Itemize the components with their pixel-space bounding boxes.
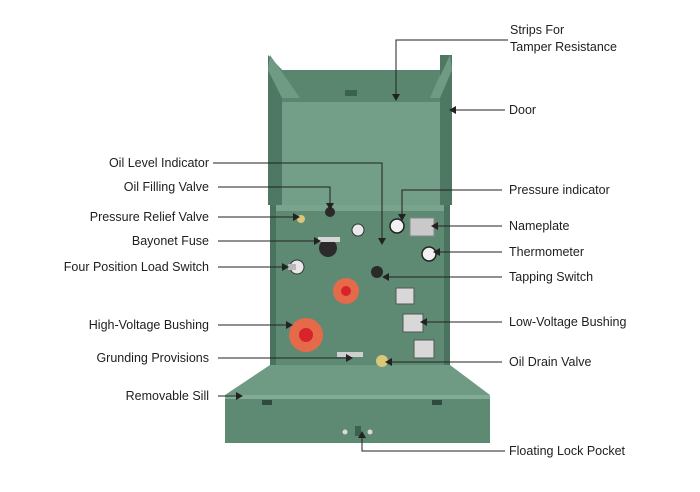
thermometer [421, 246, 437, 262]
bayonet-fuse [319, 239, 337, 257]
label-removable-sill: Removable Sill [125, 389, 209, 403]
floating-lock-pocket [355, 426, 361, 436]
label-pressure-indicator: Pressure indicator [509, 183, 610, 197]
label-bayonet-fuse: Bayonet Fuse [131, 234, 209, 248]
tapping-switch [371, 266, 383, 278]
label-low-voltage-bushing: Low-Voltage Bushing [509, 315, 627, 329]
label-nameplate: Nameplate [509, 219, 570, 233]
label-tapping-switch: Tapping Switch [509, 270, 594, 284]
label-oil-level-indicator: Oil Level Indicator [108, 156, 209, 170]
oil-filling-valve [351, 223, 365, 237]
label-grunding-provisions: Grunding Provisions [96, 351, 209, 365]
leader-lines [213, 39, 508, 452]
nameplate [409, 217, 435, 237]
label-floating-lock-pocket: Floating Lock Pocket [509, 444, 626, 458]
door [268, 55, 452, 205]
grounding-provisions [337, 352, 363, 357]
label-oil-drain-valve: Oil Drain Valve [509, 355, 592, 369]
pressure-indicator [389, 218, 405, 234]
label-four-position-load-switch: Four Position Load Switch [63, 260, 209, 274]
oil-level-indicator-gauge [325, 207, 335, 217]
label-door: Door [509, 103, 537, 117]
low-voltage-bushing [402, 313, 424, 333]
label-thermometer: Thermometer [509, 245, 585, 259]
door-latch [345, 90, 357, 96]
arrowheads [236, 94, 456, 438]
removable-sill [225, 365, 490, 443]
label-high-voltage-bushing: High-Voltage Bushing [88, 318, 209, 332]
label-oil-filling-valve: Oil Filling Valve [123, 180, 209, 194]
oil-drain-valve [376, 355, 388, 367]
label-strips-line-1: Strips For [510, 23, 565, 37]
label-strips-line-2: Tamper Resistance [510, 40, 617, 54]
components [288, 207, 437, 367]
label-pressure-relief-valve: Pressure Relief Valve [89, 210, 209, 224]
